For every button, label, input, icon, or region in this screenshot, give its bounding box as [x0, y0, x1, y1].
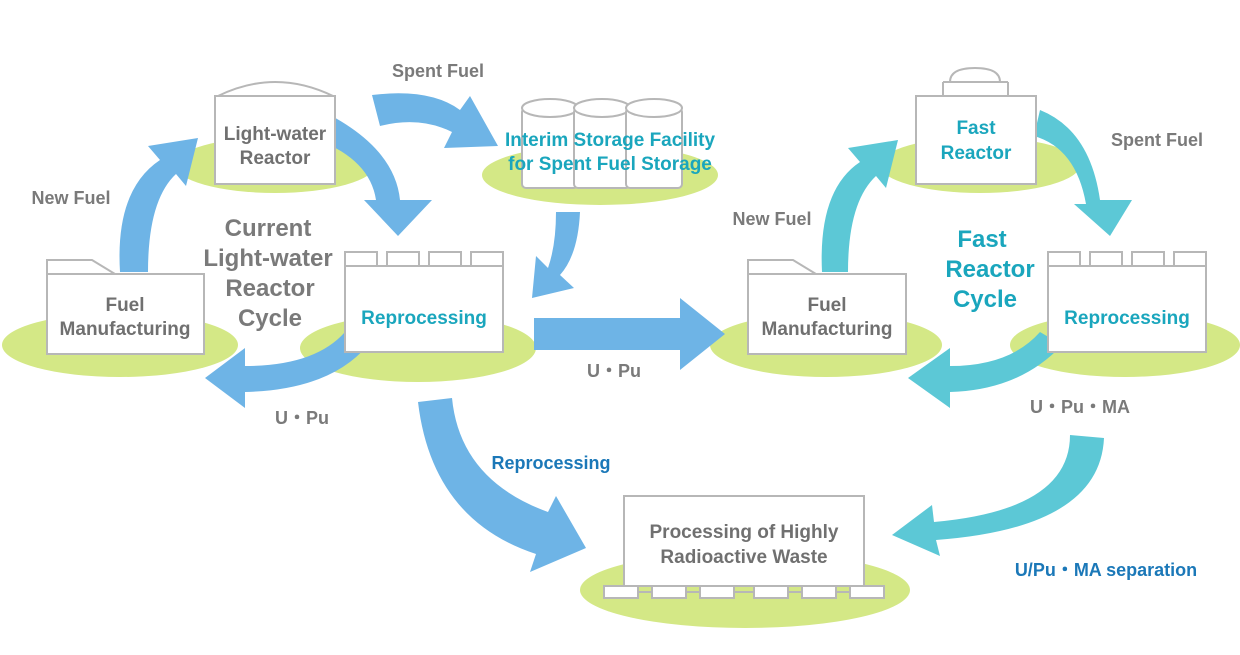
- arrow-reproc2-to-hlw: [892, 435, 1104, 556]
- edge-new-fuel-1: New Fuel: [31, 188, 110, 208]
- fuelmfg1-label-2: Manufacturing: [60, 319, 191, 340]
- fuelmfg1-roof: [46, 259, 119, 275]
- lwr-cycle-title-4: Cycle: [238, 305, 302, 332]
- arrow-fast-to-reproc: [1034, 110, 1132, 236]
- reproc2-roof: [1047, 251, 1207, 267]
- arrow-transfer-upu: [534, 298, 725, 370]
- fuelmfg1-building: [46, 273, 205, 355]
- fast-dome: [948, 66, 1002, 83]
- edge-spent-fuel-2: Spent Fuel: [1111, 130, 1203, 150]
- lwr-cycle-title-1: Current: [225, 215, 312, 242]
- fast-label-2: Reactor: [941, 143, 1012, 164]
- arrow-fuelmfg1-to-lwr: [119, 138, 198, 272]
- fuelmfg1-label-1: Fuel: [105, 295, 144, 316]
- edge-upuma: U・Pu・MA: [1030, 397, 1130, 417]
- lwr-building: [214, 95, 336, 185]
- reproc1-roof: [344, 251, 504, 267]
- lwr-label-2: Reactor: [240, 148, 311, 169]
- edge-upu-transfer: U・Pu: [587, 361, 641, 381]
- fuelmfg2-building: [747, 273, 907, 355]
- fuelmfg2-roof: [747, 259, 820, 275]
- fast-cycle-title-1: Fast: [957, 226, 1006, 253]
- interim-label-2: for Spent Fuel Storage: [508, 154, 712, 175]
- interim-label-1: Interim Storage Facility: [505, 130, 716, 151]
- edge-reprocessing: Reprocessing: [491, 453, 610, 473]
- reproc2-label: Reprocessing: [1064, 308, 1190, 329]
- fuelmfg2-label-1: Fuel: [807, 295, 846, 316]
- arrow-lwr-to-interim: [372, 93, 498, 148]
- edge-new-fuel-2: New Fuel: [732, 209, 811, 229]
- reproc1-building: [344, 265, 504, 353]
- lwr-cycle-title-2: Light-water: [203, 245, 332, 272]
- edge-spent-fuel-1: Spent Fuel: [392, 61, 484, 81]
- lwr-cycle-title-3: Reactor: [225, 275, 314, 302]
- fuelmfg2-label-2: Manufacturing: [762, 319, 893, 340]
- hlw-base: [603, 585, 885, 599]
- edge-separation: U/Pu・MA separation: [1015, 560, 1197, 580]
- arrow-reproc-to-fuelmfg2: [908, 332, 1062, 408]
- fast-cycle-title-2: Reactor: [945, 256, 1034, 283]
- arrow-interim-to-reproc: [532, 212, 580, 298]
- arrow-reproc-to-hlw: [418, 398, 586, 572]
- arrow-lwr-to-reproc: [318, 115, 432, 236]
- reproc1-label: Reprocessing: [361, 308, 487, 329]
- interim-storage-tanks: [521, 98, 683, 189]
- hlw-building: [623, 495, 865, 587]
- hlw-label-2: Radioactive Waste: [660, 547, 827, 568]
- arrow-reproc-to-fuelmfg1: [205, 332, 368, 408]
- fast-label-1: Fast: [956, 118, 996, 139]
- fast-building: [915, 95, 1037, 185]
- arrow-fuelmfg2-to-fast: [821, 140, 898, 272]
- lwr-dome: [217, 81, 334, 97]
- lwr-label-1: Light-water: [224, 124, 327, 145]
- hlw-label-1: Processing of Highly: [650, 522, 839, 543]
- reproc2-building: [1047, 265, 1207, 353]
- fast-cycle-title-3: Cycle: [953, 286, 1017, 313]
- edge-upu-1: U・Pu: [275, 408, 329, 428]
